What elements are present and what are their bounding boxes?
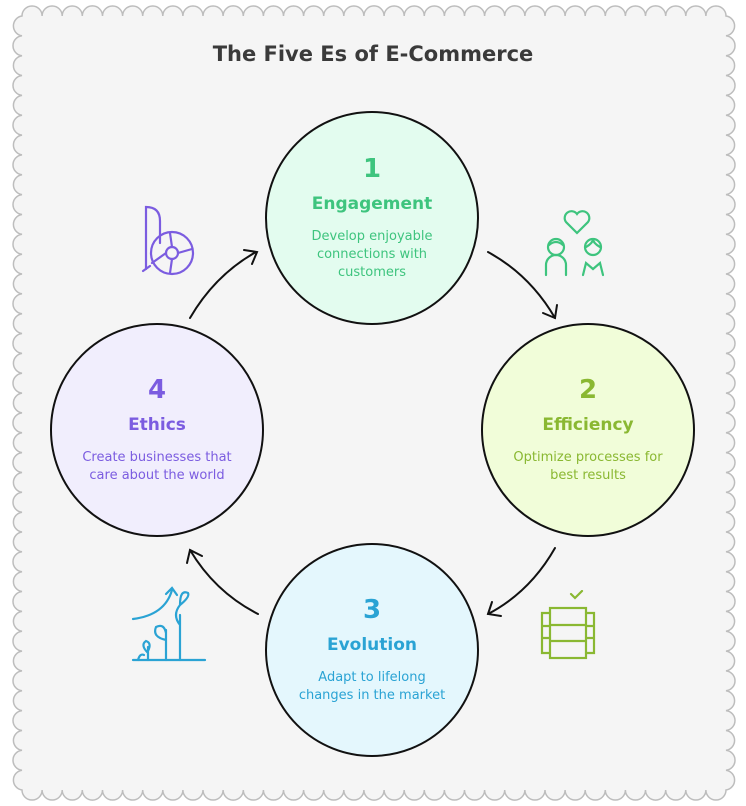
step-name: Ethics <box>128 415 186 435</box>
arrow-3-to-4 <box>189 549 259 615</box>
step-name: Engagement <box>311 194 433 214</box>
step-description: Optimize processes for best results <box>513 450 663 483</box>
step-evolution: 3 Evolution Adapt to lifelong changes in… <box>265 543 479 757</box>
step-name: Evolution <box>326 635 418 655</box>
arrow-2-to-3 <box>487 547 556 615</box>
arrowhead <box>542 304 558 320</box>
growing-plant-icon <box>131 586 207 662</box>
arrowhead <box>186 548 203 564</box>
step-name: Efficiency <box>542 415 634 435</box>
step-number: 1 <box>362 154 382 184</box>
step-number: 3 <box>362 595 382 625</box>
arrow-4-to-1 <box>189 251 257 319</box>
step-efficiency: 2 Efficiency Optimize processes for best… <box>481 323 695 537</box>
step-description: Develop enjoyable connections with custo… <box>311 229 433 280</box>
server-check-icon <box>540 590 596 660</box>
b-corp-icon <box>141 205 195 276</box>
step-ethics: 4 Ethics Create businesses that care abo… <box>50 323 264 537</box>
step-number: 2 <box>578 375 598 405</box>
step-description: Adapt to lifelong changes in the market <box>298 670 446 703</box>
arrowhead <box>243 249 259 265</box>
couple-heart-icon <box>544 210 605 277</box>
diagram-title: The Five Es of E-Commerce <box>212 42 534 66</box>
step-engagement: 1 Engagement Develop enjoyable connectio… <box>265 111 479 325</box>
scalloped-border <box>12 5 736 801</box>
step-description: Create businesses that care about the wo… <box>82 450 232 483</box>
step-number: 4 <box>147 375 167 405</box>
arrow-1-to-2 <box>487 251 556 319</box>
arrowhead <box>486 601 502 617</box>
